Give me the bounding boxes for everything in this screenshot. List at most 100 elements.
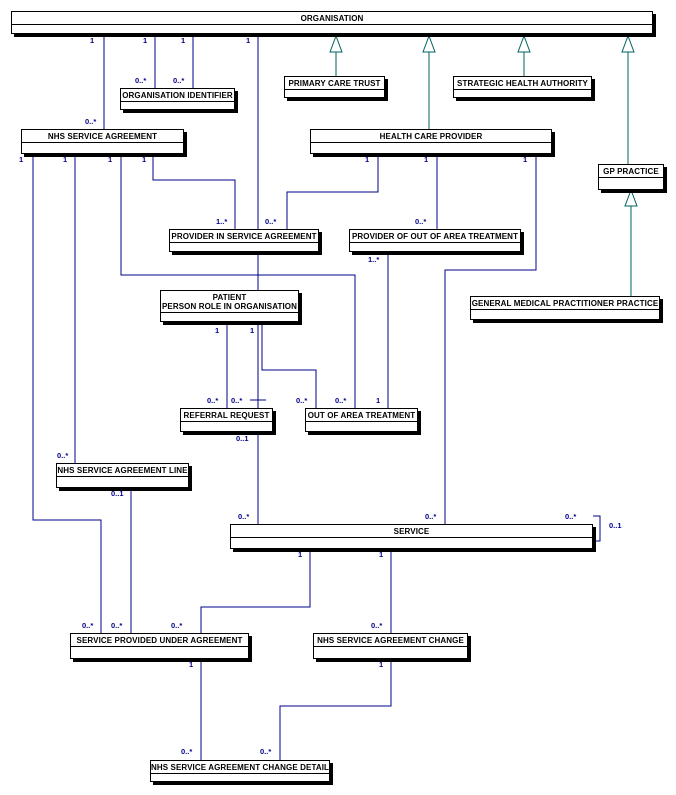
entity-nhs-service-agreement-change[interactable]: NHS SERVICE AGREEMENT CHANGE: [313, 633, 468, 659]
entity-patient[interactable]: PATIENT PERSON ROLE IN ORGANISATION: [160, 290, 299, 322]
entity-nhs-service-agreement-change-detail[interactable]: NHS SERVICE AGREEMENT CHANGE DETAIL: [150, 760, 330, 782]
separator: [599, 177, 663, 178]
separator: [121, 101, 234, 102]
mult-label: 1: [90, 36, 94, 45]
mult-label: 1: [250, 326, 254, 335]
mult-label: 1: [365, 155, 369, 164]
entity-service-label: SERVICE: [393, 527, 430, 536]
mult-label: 0..1: [111, 489, 124, 498]
entity-general-medical-practitioner-practice[interactable]: GENERAL MEDICAL PRACTITIONER PRACTICE: [470, 296, 660, 320]
entity-out-of-area-treatment[interactable]: OUT OF AREA TREATMENT: [305, 408, 418, 432]
separator: [314, 646, 467, 647]
entity-patient-label-1: PATIENT: [212, 293, 247, 302]
entity-organisation-identifier[interactable]: ORGANISATION IDENTIFIER: [120, 88, 235, 110]
entity-nhs-service-agreement-line[interactable]: NHS SERVICE AGREEMENT LINE: [56, 463, 189, 488]
mult-label: 0..*: [296, 396, 307, 405]
assoc-hcp-provider-in-sa: [286, 154, 379, 229]
assoc-patient-ooa: [261, 322, 317, 408]
mult-label: 0..1: [609, 521, 622, 530]
mult-label: 1: [298, 550, 302, 559]
entity-provider-of-out-of-area-treatment-label: PROVIDER OF OUT OF AREA TREATMENT: [351, 232, 519, 241]
entity-strategic-health-authority-label: STRATEGIC HEALTH AUTHORITY: [457, 79, 588, 88]
mult-label: 1: [379, 660, 383, 669]
mult-label: 0..*: [371, 621, 382, 630]
separator: [306, 421, 417, 422]
entity-service-provided-under-agreement[interactable]: SERVICE PROVIDED UNDER AGREEMENT: [70, 633, 249, 659]
entity-general-medical-practitioner-practice-label: GENERAL MEDICAL PRACTITIONER PRACTICE: [471, 299, 659, 308]
mult-label: 0..*: [57, 451, 68, 460]
mult-label: 0..*: [85, 117, 96, 126]
mult-label: 0..*: [82, 621, 93, 630]
mult-label: 0..*: [425, 512, 436, 521]
entity-organisation-identifier-label: ORGANISATION IDENTIFIER: [122, 91, 233, 100]
mult-label: 1: [424, 155, 428, 164]
assoc-agreement-ooa: [120, 154, 356, 408]
separator: [22, 142, 183, 143]
mult-label: 1: [246, 36, 250, 45]
separator: [57, 476, 188, 477]
separator: [231, 537, 592, 538]
gen-gp-triangle: [621, 34, 635, 53]
mult-label: 1: [108, 155, 112, 164]
entity-gp-practice[interactable]: GP PRACTICE: [598, 164, 664, 190]
gen-gmpp-triangle: [624, 188, 638, 207]
mult-label: 0..*: [135, 76, 146, 85]
entity-service-provided-under-agreement-label: SERVICE PROVIDED UNDER AGREEMENT: [76, 636, 243, 645]
assoc-service-spua: [200, 549, 311, 633]
gen-hcp-triangle: [422, 34, 436, 53]
mult-label: 1: [143, 36, 147, 45]
entity-health-care-provider[interactable]: HEALTH CARE PROVIDER: [310, 129, 552, 154]
mult-label: 1: [19, 155, 23, 164]
separator: [170, 242, 318, 243]
entity-nhs-service-agreement-change-label: NHS SERVICE AGREEMENT CHANGE: [317, 636, 464, 645]
mult-label: 1: [181, 36, 185, 45]
entity-nhs-service-agreement[interactable]: NHS SERVICE AGREEMENT: [21, 129, 184, 154]
mult-label: 1..*: [216, 217, 227, 226]
separator: [471, 309, 659, 310]
separator: [181, 421, 272, 422]
separator: [285, 89, 384, 90]
entity-nhs-service-agreement-label: NHS SERVICE AGREEMENT: [47, 132, 158, 141]
mult-label: 1: [379, 550, 383, 559]
mult-label: 0..*: [260, 747, 271, 756]
entity-provider-of-out-of-area-treatment[interactable]: PROVIDER OF OUT OF AREA TREATMENT: [349, 229, 521, 252]
entity-strategic-health-authority[interactable]: STRATEGIC HEALTH AUTHORITY: [453, 76, 592, 98]
separator: [350, 242, 520, 243]
assoc-hcp-service: [444, 154, 537, 524]
assoc-change-detail: [279, 659, 392, 760]
gen-pct-triangle: [329, 34, 343, 53]
mult-label: 0..*: [111, 621, 122, 630]
entity-primary-care-trust-label: PRIMARY CARE TRUST: [288, 79, 381, 88]
mult-label: 0..*: [238, 512, 249, 521]
separator: [12, 24, 652, 25]
separator: [454, 89, 591, 90]
mult-label: 1: [523, 155, 527, 164]
gen-sha-triangle: [517, 34, 531, 53]
entity-referral-request[interactable]: REFERRAL REQUEST: [180, 408, 273, 432]
mult-label: 0..*: [335, 396, 346, 405]
mult-label: 1: [63, 155, 67, 164]
entity-referral-request-label: REFERRAL REQUEST: [183, 411, 270, 420]
mult-label: 0..*: [207, 396, 218, 405]
mult-label: 1..*: [368, 255, 379, 264]
entity-provider-in-service-agreement-label: PROVIDER IN SERVICE AGREEMENT: [171, 232, 317, 241]
entity-gp-practice-label: GP PRACTICE: [603, 167, 659, 176]
entity-provider-in-service-agreement[interactable]: PROVIDER IN SERVICE AGREEMENT: [169, 229, 319, 252]
entity-primary-care-trust[interactable]: PRIMARY CARE TRUST: [284, 76, 385, 98]
mult-label: 1: [215, 326, 219, 335]
entity-service[interactable]: SERVICE: [230, 524, 593, 549]
mult-label: 0..*: [265, 217, 276, 226]
assoc-agreement-spua: [32, 154, 102, 633]
separator: [311, 142, 551, 143]
mult-label: 1: [142, 155, 146, 164]
separator: [161, 312, 298, 313]
separator: [71, 646, 248, 647]
mult-label: 1: [376, 396, 380, 405]
entity-nhs-service-agreement-change-detail-label: NHS SERVICE AGREEMENT CHANGE DETAIL: [151, 763, 330, 772]
separator: [151, 773, 329, 774]
entity-organisation[interactable]: ORGANISATION: [11, 11, 653, 34]
mult-label: 0..1: [236, 434, 249, 443]
